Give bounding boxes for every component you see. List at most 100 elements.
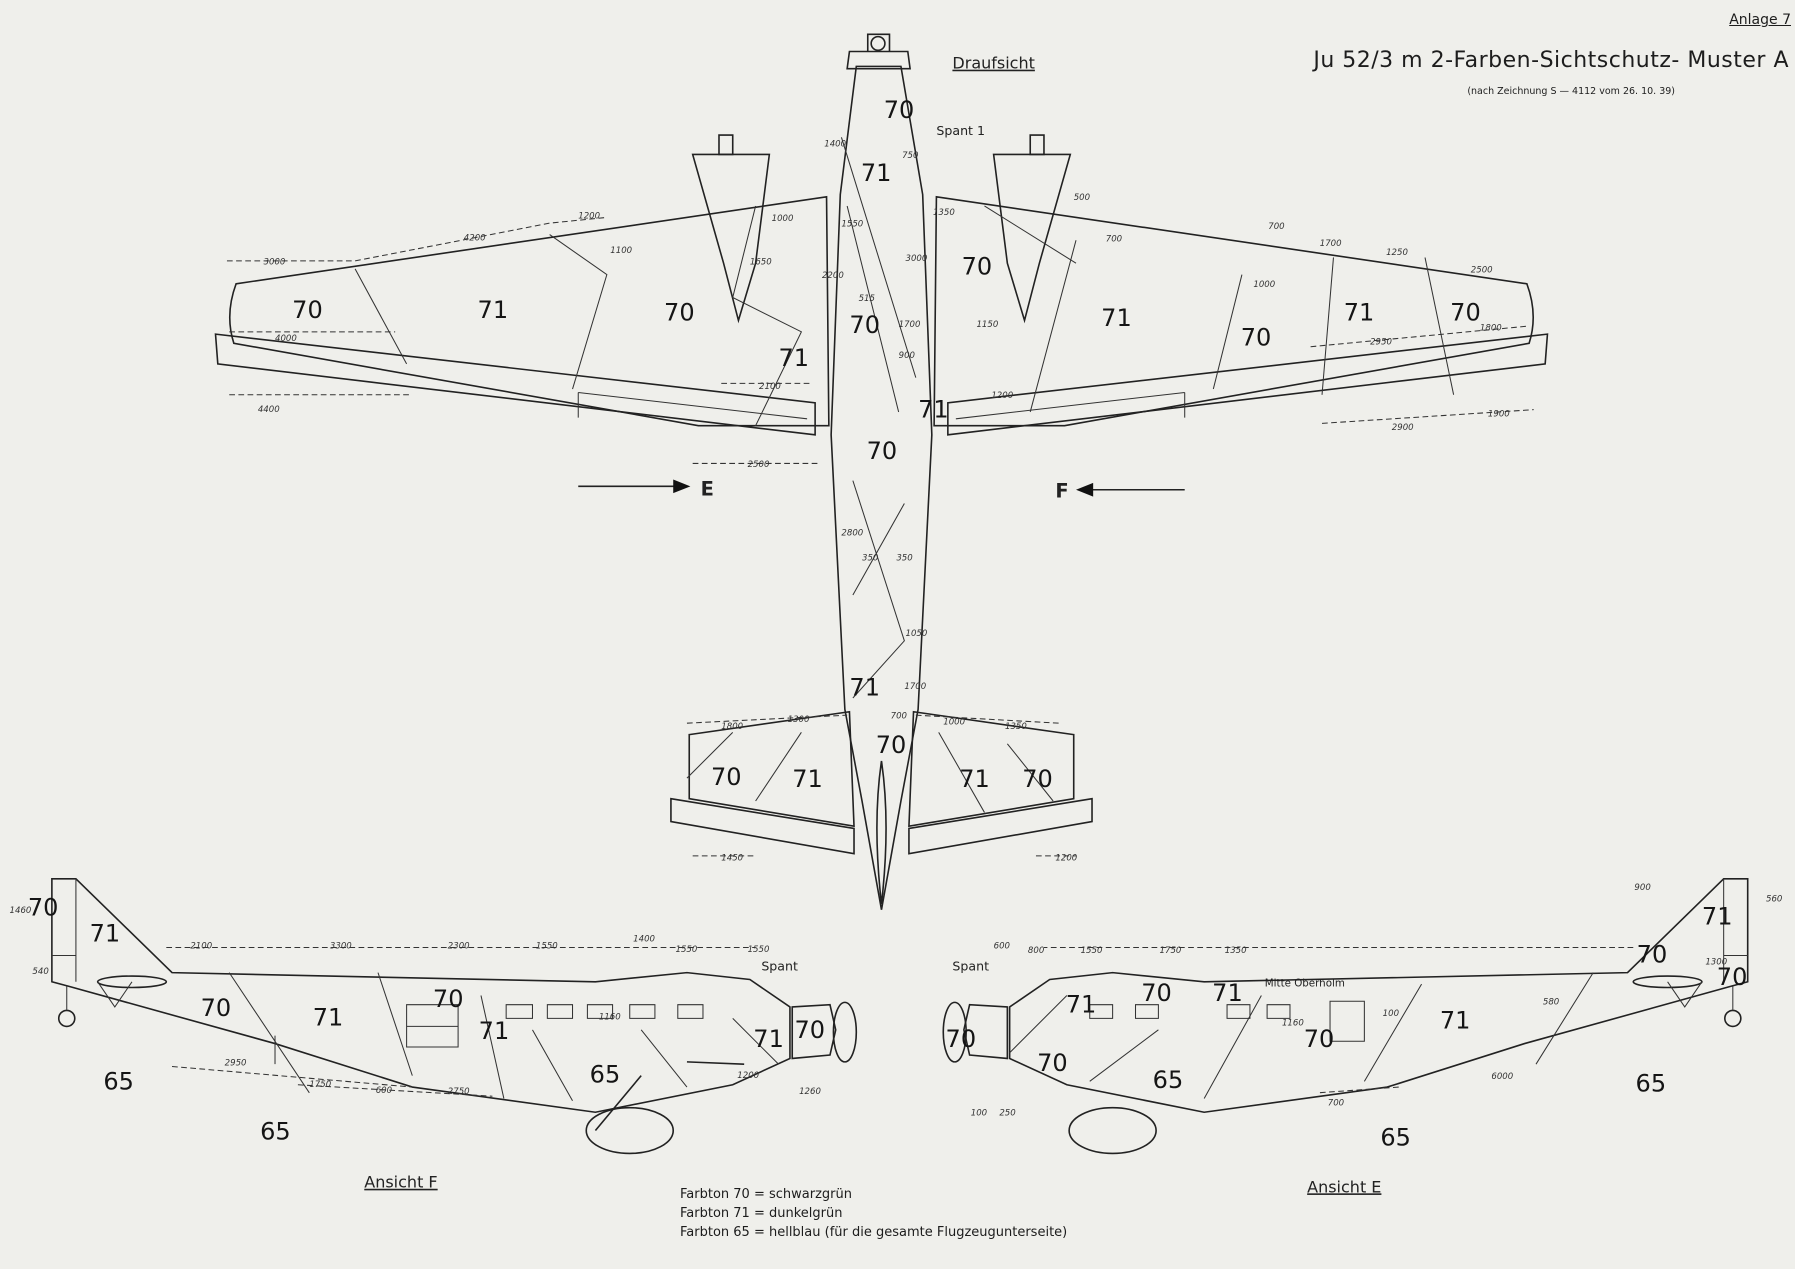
dimension-label: 6000 <box>1491 1072 1513 1082</box>
dimension-label: 1750 <box>1160 946 1182 956</box>
dimension-label: 1550 <box>748 945 770 955</box>
dimension-label: 1800 <box>1480 324 1502 334</box>
dimension-label: 1460 <box>10 906 32 916</box>
color-zone-label: 70 <box>876 731 907 759</box>
side-e-label: Ansicht E <box>1307 1177 1381 1196</box>
dimension-label: 1100 <box>610 246 632 256</box>
fuselage-top <box>830 65 933 910</box>
dimension-label: 2500 <box>748 460 770 470</box>
color-zone-label: 71 <box>90 920 121 948</box>
dimension-label: 1550 <box>1081 946 1103 956</box>
left-engine-nacelle <box>691 153 771 324</box>
annex-label: Anlage 7 <box>1729 12 1791 28</box>
dimension-label: 1200 <box>578 212 600 222</box>
dimension-label: 2750 <box>448 1087 470 1097</box>
dimension-label: 580 <box>1543 998 1560 1008</box>
color-zone-label: 65 <box>1380 1123 1411 1151</box>
dimension-label: 3000 <box>264 257 286 267</box>
dimension-label: 1700 <box>1320 239 1342 249</box>
dimension-label: 1250 <box>1386 248 1408 258</box>
dimension-label: 1000 <box>943 717 965 727</box>
color-zone-label: 71 <box>778 344 809 372</box>
top-view: E F Draufsicht Spant 1 <box>214 33 1549 910</box>
dimension-label: 1150 <box>976 320 998 330</box>
dimension-label: 2100 <box>190 942 212 952</box>
spant-e-label: Spant <box>952 958 989 973</box>
color-zone-label: 70 <box>884 96 915 124</box>
dimension-label: 900 <box>899 351 916 361</box>
color-zone-label: 71 <box>479 1017 510 1045</box>
dimension-label: 1650 <box>750 257 772 267</box>
dimension-label: 350 <box>896 554 913 564</box>
color-zone-label: 70 <box>28 893 59 921</box>
color-zone-label: 70 <box>292 296 323 324</box>
color-zone-label: 71 <box>1101 304 1132 332</box>
dimension-label: 2800 <box>841 529 863 539</box>
dimension-label: 600 <box>994 942 1011 952</box>
color-zone-label: 71 <box>478 296 509 324</box>
tail-fin <box>876 760 887 905</box>
dimension-label: 1550 <box>841 220 863 230</box>
dimension-label: 1050 <box>906 629 928 639</box>
arrow-f-label: F <box>1055 480 1068 503</box>
color-zone-label: 65 <box>1153 1066 1184 1094</box>
dimension-label: 4200 <box>464 233 486 243</box>
color-zone-label: 70 <box>711 763 742 791</box>
right-engine-nacelle <box>992 153 1072 324</box>
dimension-label: 4400 <box>258 405 280 415</box>
color-zone-label: 70 <box>201 994 232 1022</box>
color-zone-label: 71 <box>959 765 990 793</box>
color-zone-label: 70 <box>664 298 695 326</box>
dimension-label: 1350 <box>1005 722 1027 732</box>
dimension-label: 100 <box>1383 1009 1400 1019</box>
color-zone-label: 70 <box>1717 963 1748 991</box>
dimension-label: 600 <box>376 1086 393 1096</box>
top-view-label: Draufsicht <box>952 54 1034 73</box>
dimension-label: 250 <box>999 1109 1016 1119</box>
dimension-label: 1550 <box>536 942 558 952</box>
side-view-f <box>51 878 858 1155</box>
dimension-label: 1000 <box>1253 280 1275 290</box>
dimension-label: 1160 <box>1282 1018 1304 1028</box>
dimension-label: 700 <box>1328 1098 1345 1108</box>
color-zone-label: 65 <box>260 1118 291 1146</box>
arrow-f-head <box>1076 482 1094 497</box>
dimension-label: 540 <box>32 967 49 977</box>
dimension-label: 700 <box>1268 222 1285 232</box>
dimension-label: 1700 <box>899 320 921 330</box>
color-zone-label: 71 <box>1066 991 1097 1019</box>
dimension-label: 515 <box>859 294 875 304</box>
color-zone-label: 70 <box>795 1016 826 1044</box>
color-zone-label: 70 <box>1450 298 1481 326</box>
dimension-label: 1000 <box>772 214 794 224</box>
legend-item-65: Farbton 65 = hellblau (für die gesamte F… <box>680 1225 1068 1240</box>
color-zone-label: 70 <box>1037 1049 1068 1077</box>
dimension-label: 1350 <box>1225 946 1247 956</box>
dimension-label: 100 <box>971 1109 988 1119</box>
legend-item-71: Farbton 71 = dunkelgrün <box>680 1206 843 1221</box>
dimension-label: 1450 <box>721 853 743 863</box>
color-zone-label: 71 <box>753 1025 784 1053</box>
right-stabilizer <box>908 710 1075 828</box>
legend-item-70: Farbton 70 = schwarzgrün <box>680 1187 852 1202</box>
dimension-label: 2950 <box>1370 337 1392 347</box>
dimension-label: 1200 <box>737 1071 759 1081</box>
dimension-label: 1200 <box>1055 853 1077 863</box>
color-zone-label: 70 <box>1241 324 1272 352</box>
color-zone-label: 71 <box>1212 979 1243 1007</box>
color-zone-label: 70 <box>946 1025 977 1053</box>
arrow-e-label: E <box>701 477 714 500</box>
dimension-label: 700 <box>1106 234 1123 244</box>
left-wing <box>229 195 830 427</box>
dimension-label: 900 <box>1634 883 1651 893</box>
right-flap <box>947 333 1549 436</box>
dimension-label: 1750 <box>309 1080 331 1090</box>
nose-engine <box>846 33 912 70</box>
sheet-subtitle: (nach Zeichnung S — 4112 vom 26. 10. 39) <box>1467 86 1675 97</box>
spant-f-label: Spant <box>761 958 798 973</box>
color-zone-label: 71 <box>1702 903 1733 931</box>
spant1-label: Spant 1 <box>936 123 985 138</box>
side-view-e <box>942 878 1749 1155</box>
